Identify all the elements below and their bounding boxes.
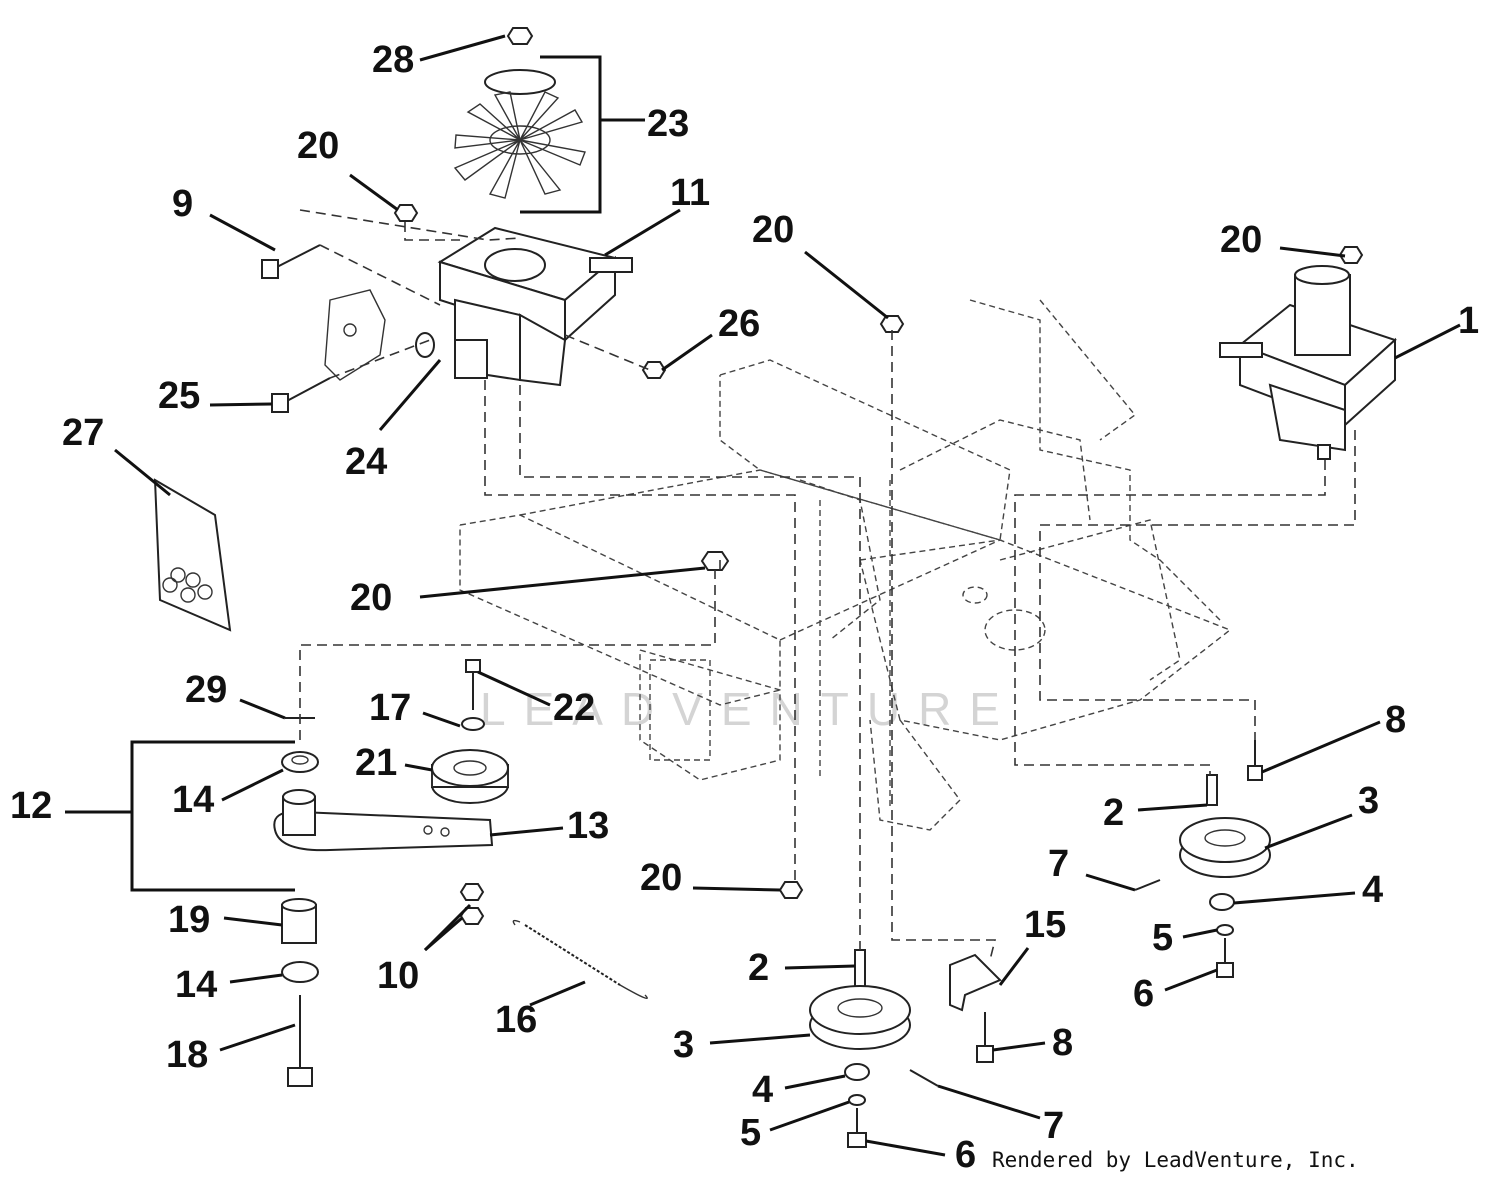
- fan-assembly: [453, 69, 586, 199]
- callout-7: 7: [1043, 1105, 1064, 1147]
- bolt-8b: [976, 1012, 994, 1063]
- drive-pulley-3b: [809, 985, 911, 1050]
- callout-18: 18: [166, 1034, 208, 1076]
- callout-labels: 28 23 20 9 11 20 20 1 26 25 24 27 20 29 …: [10, 39, 1479, 1176]
- callout-14: 14: [175, 964, 217, 1006]
- callout-3: 3: [1358, 780, 1379, 822]
- bolt-18: [287, 995, 313, 1087]
- callout-16: 16: [495, 999, 537, 1041]
- callout-20: 20: [350, 577, 392, 619]
- callout-27: 27: [62, 412, 104, 454]
- flange-bushing-14b: [281, 961, 319, 983]
- callout-11: 11: [670, 172, 710, 214]
- nut-20a: [393, 204, 419, 222]
- key-2a: [1206, 774, 1218, 806]
- bolt-22: [465, 659, 481, 710]
- lockwasher-5a: [1216, 924, 1234, 936]
- washer-4b: [844, 1063, 870, 1081]
- callout-2: 2: [748, 947, 769, 989]
- callout-28: 28: [372, 39, 414, 81]
- transaxle-right: [1219, 265, 1397, 460]
- idler-arm-13: [273, 789, 494, 852]
- spring-16: [512, 919, 648, 999]
- callout-23: 23: [647, 103, 689, 145]
- callout-1: 1: [1458, 300, 1479, 342]
- callout-20: 20: [297, 125, 339, 167]
- watermark: LEADVENTURE: [480, 683, 1018, 735]
- callout-24: 24: [345, 441, 387, 483]
- callout-26: 26: [718, 303, 760, 345]
- callout-6: 6: [1133, 973, 1154, 1015]
- washer-17: [461, 717, 485, 731]
- render-credit: Rendered by LeadVenture, Inc.: [992, 1148, 1359, 1172]
- nut-20d: [700, 551, 730, 571]
- callout-12: 12: [10, 785, 52, 827]
- drive-pulley-3a: [1179, 817, 1271, 878]
- callout-29: 29: [185, 669, 227, 711]
- callout-6: 6: [955, 1134, 976, 1176]
- washer-4a: [1209, 893, 1235, 911]
- callout-8: 8: [1052, 1022, 1073, 1064]
- callout-4: 4: [1362, 869, 1383, 911]
- callout-21: 21: [355, 742, 397, 784]
- callout-7: 7: [1048, 843, 1069, 885]
- flange-bushing-14a: [281, 751, 319, 773]
- callout-20: 20: [752, 209, 794, 251]
- callout-4: 4: [752, 1069, 773, 1111]
- nut-28: [506, 27, 534, 45]
- setscrew-7b: [909, 1069, 939, 1087]
- chassis-frame: [459, 299, 1232, 831]
- assembly-dash-lines: [299, 209, 1356, 961]
- leader-lines: [65, 34, 1461, 1157]
- callout-13: 13: [567, 805, 609, 847]
- nut-20b: [879, 315, 905, 333]
- washer-24: [415, 332, 435, 358]
- nuts-10: [459, 883, 485, 925]
- bolt-8a: [1247, 740, 1263, 781]
- idler-pulley-21: [431, 749, 509, 804]
- bracket-and-bolt-25: [271, 289, 386, 413]
- callout-8: 8: [1385, 699, 1406, 741]
- nut-20e: [778, 881, 804, 899]
- callout-10: 10: [377, 955, 419, 997]
- callout-9: 9: [172, 183, 193, 225]
- callout-25: 25: [158, 375, 200, 417]
- bolt-6b: [847, 1108, 867, 1148]
- bolt-6a: [1216, 938, 1234, 978]
- callout-17: 17: [369, 687, 411, 729]
- setscrew-7a: [1134, 879, 1161, 891]
- callout-20: 20: [640, 857, 682, 899]
- callout-5: 5: [740, 1112, 761, 1154]
- callout-20: 20: [1220, 219, 1262, 261]
- transaxle-left: [437, 226, 633, 387]
- decal-27: [153, 478, 232, 632]
- bolt-9: [261, 244, 321, 279]
- bracket-15: [949, 953, 1002, 1012]
- nut-26: [641, 361, 667, 379]
- callout-22: 22: [553, 687, 595, 729]
- callout-19: 19: [168, 899, 210, 941]
- lockwasher-5b: [848, 1094, 866, 1106]
- callout-5: 5: [1152, 917, 1173, 959]
- callout-2: 2: [1103, 792, 1124, 834]
- callout-3: 3: [673, 1024, 694, 1066]
- key-2b: [854, 949, 866, 991]
- spacer-19: [281, 898, 317, 944]
- callout-15: 15: [1024, 904, 1066, 946]
- callout-14: 14: [172, 779, 214, 821]
